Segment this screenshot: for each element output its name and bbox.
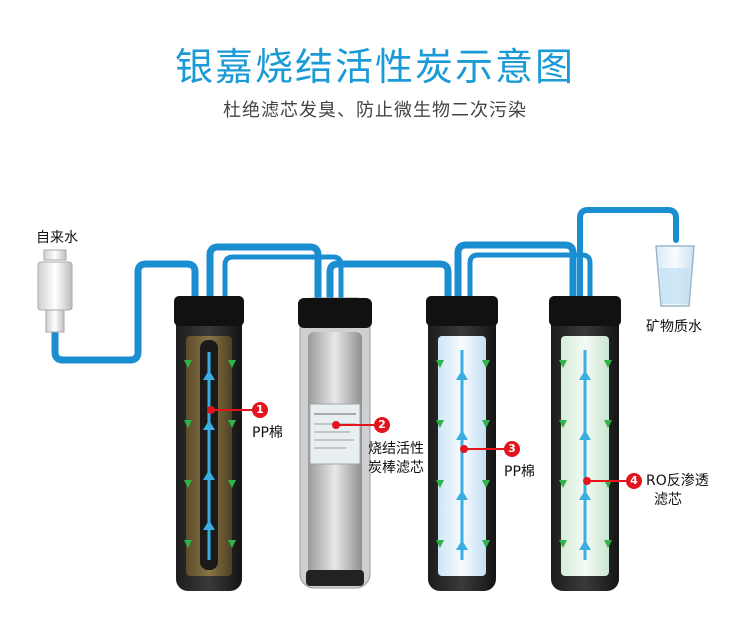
outlet-label: 矿物质水 — [646, 318, 702, 337]
stage-label: PP棉 — [252, 424, 283, 443]
pipe-2-3 — [330, 264, 448, 300]
stage-number-badge: 2 — [374, 417, 390, 433]
pipe-1-2b — [225, 257, 341, 300]
filter-housing-1 — [174, 296, 244, 591]
stage-label: RO反渗透 — [646, 472, 709, 491]
stage-number-badge: 4 — [626, 473, 642, 489]
stage-label-line2: 滤芯 — [654, 491, 682, 510]
tap-icon — [38, 250, 72, 332]
water-glass-icon — [656, 246, 694, 306]
stage-number-badge: 3 — [504, 441, 520, 457]
stage-number-badge: 1 — [252, 402, 268, 418]
stage-label-line2: 炭棒滤芯 — [368, 459, 424, 478]
filter-housing-2 — [298, 298, 372, 588]
inlet-label: 自来水 — [36, 229, 78, 248]
stage-label: PP棉 — [504, 463, 535, 482]
stage-label: 烧结活性 — [368, 440, 424, 459]
